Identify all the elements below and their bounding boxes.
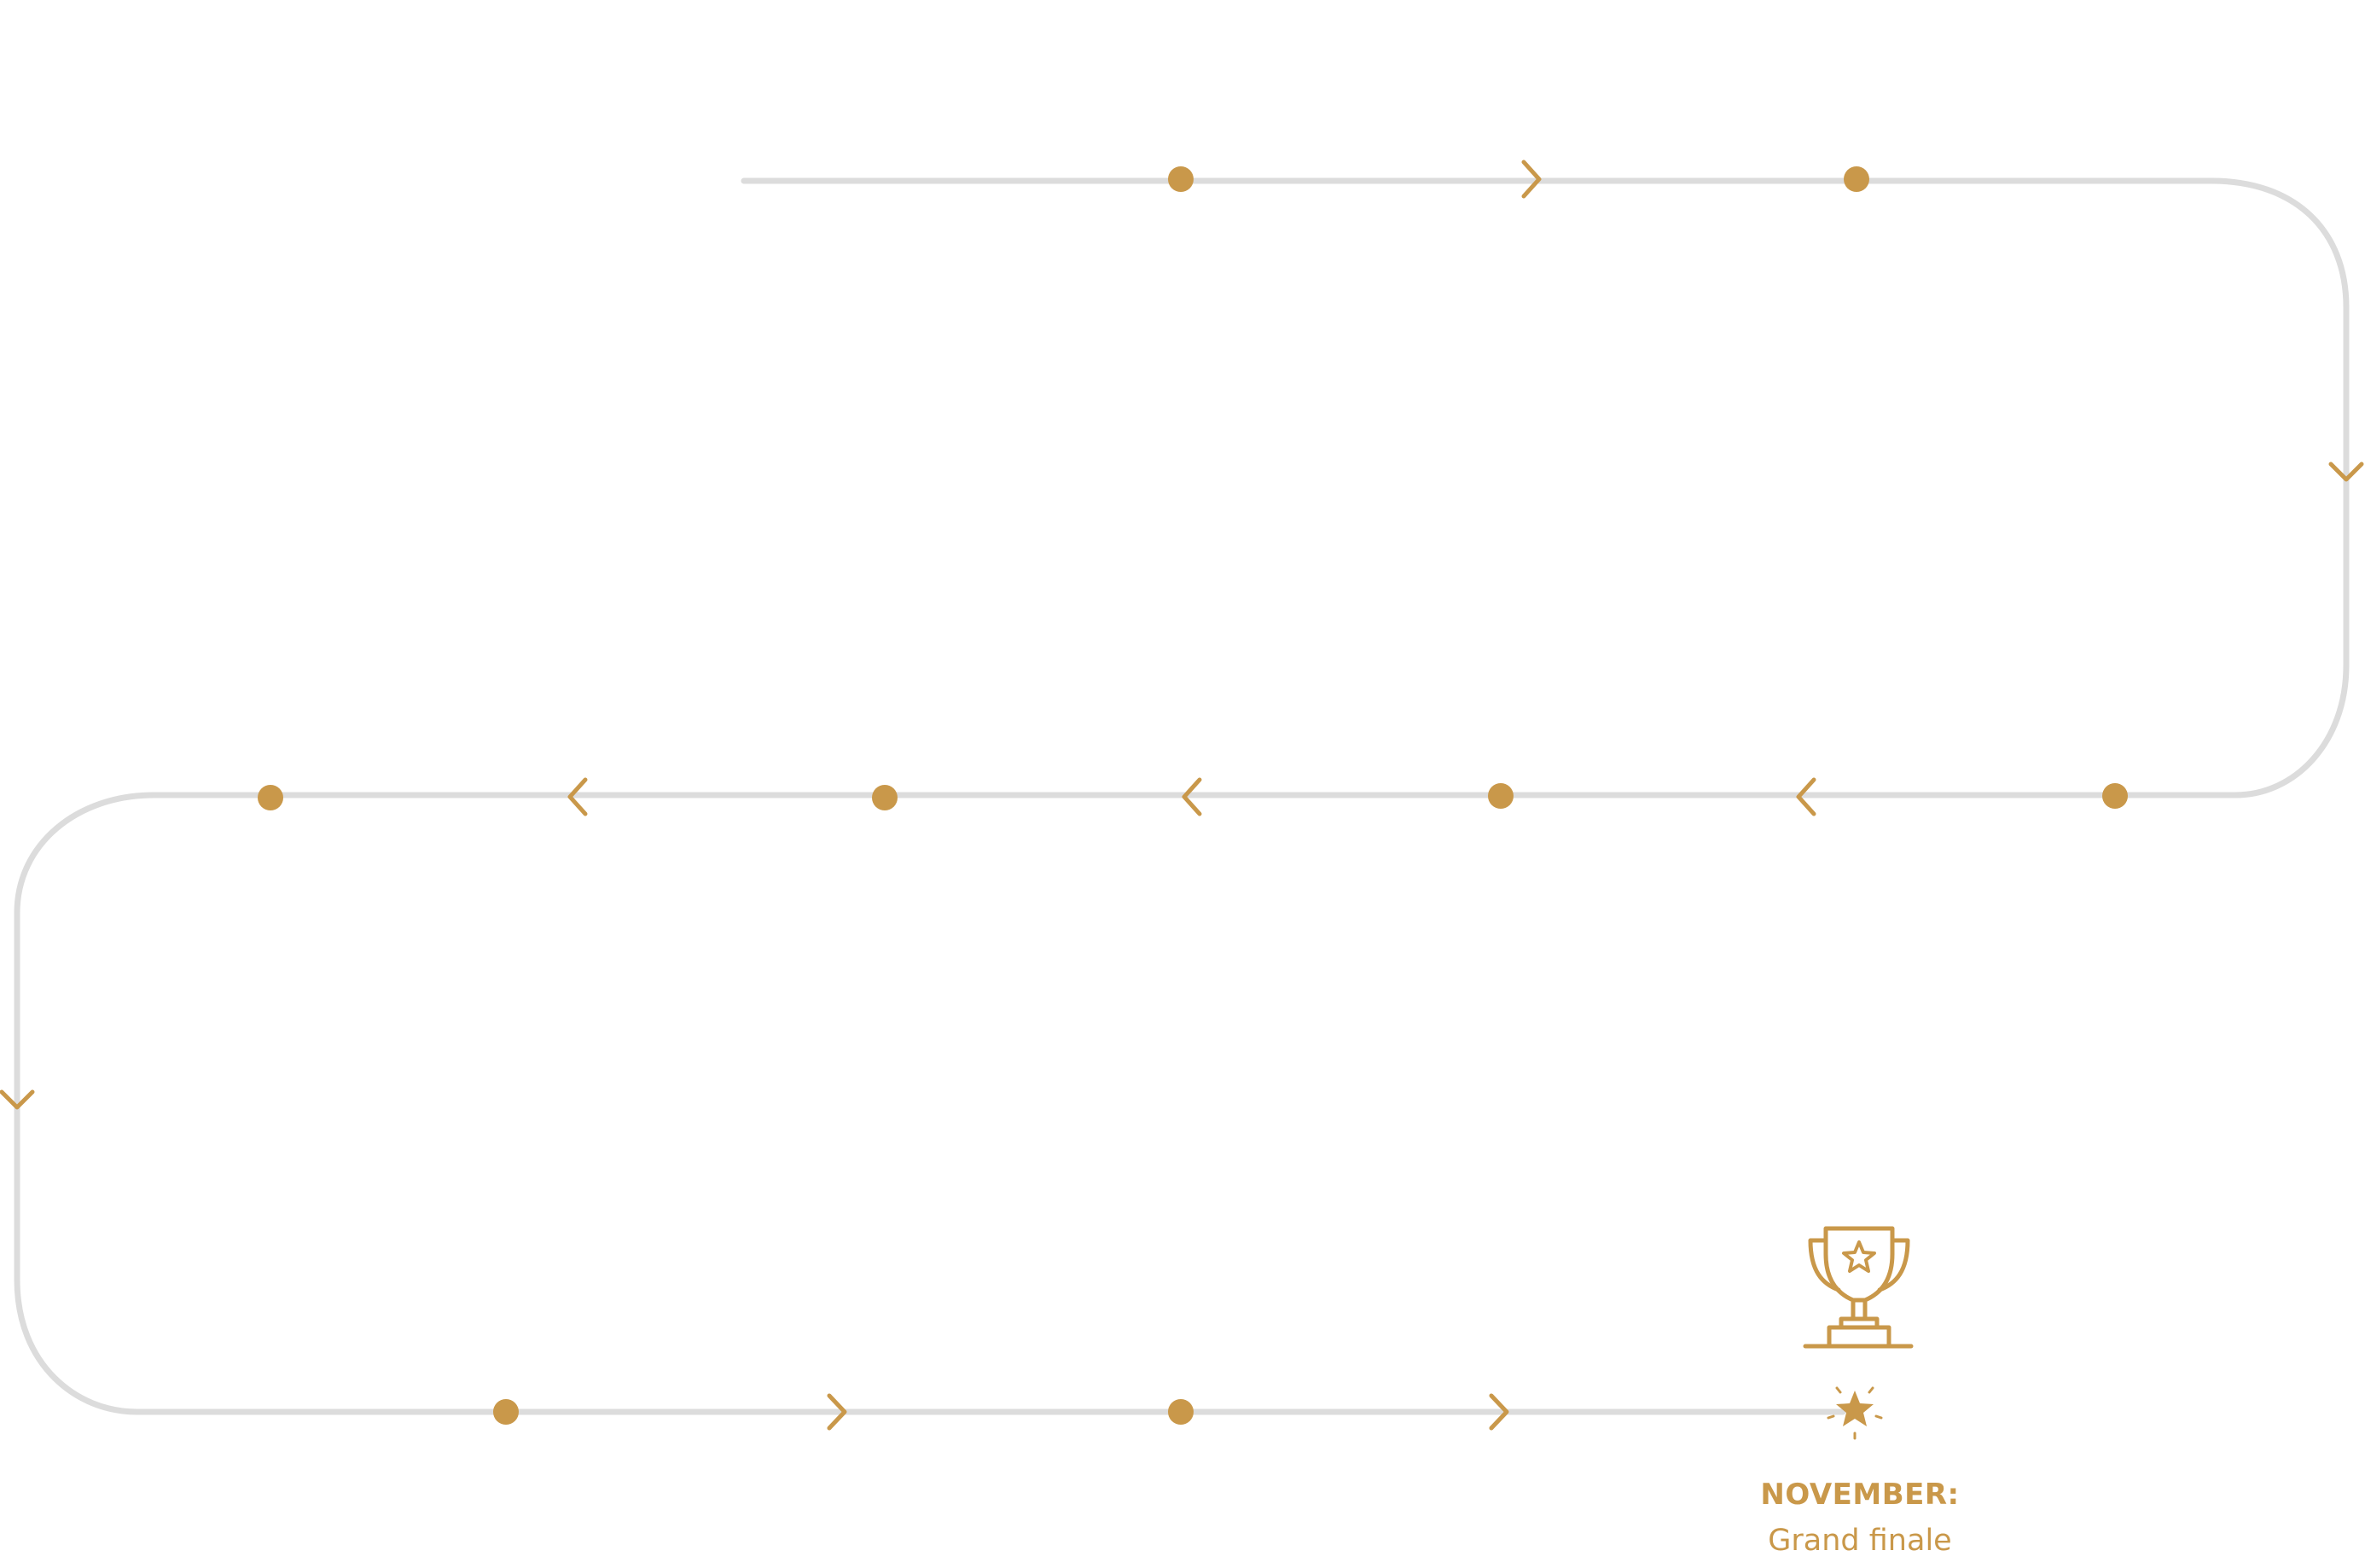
- chevron-down-icon: [0, 1089, 35, 1110]
- chevron-left-icon: [1796, 777, 1816, 816]
- timeline-track: [14, 177, 2350, 1415]
- timeline-dot: [1488, 783, 1514, 809]
- milestone-month: NOVEMBER:: [1760, 1478, 1960, 1512]
- timeline-dot: [1168, 1399, 1194, 1425]
- timeline-dot: [1844, 166, 1869, 192]
- chevron-right-icon: [1521, 160, 1542, 199]
- timeline-dot: [872, 785, 898, 810]
- chevron-left-icon: [1182, 777, 1202, 816]
- milestone-caption: NOVEMBER: Grand finale: [1715, 1474, 2005, 1566]
- timeline-dot: [493, 1399, 519, 1425]
- timeline-dot: [258, 785, 283, 810]
- chevron-right-icon: [827, 1393, 847, 1431]
- milestone-event: Grand finale: [1768, 1524, 1952, 1558]
- sparkle-star-icon: [1827, 1386, 1883, 1440]
- chevron-right-icon: [1489, 1393, 1509, 1431]
- chevron-left-icon: [567, 777, 588, 816]
- trophy-icon: [1803, 1226, 1914, 1349]
- timeline-dot: [2102, 783, 2128, 809]
- chevron-down-icon: [2328, 462, 2364, 482]
- timeline-dot: [1168, 166, 1194, 192]
